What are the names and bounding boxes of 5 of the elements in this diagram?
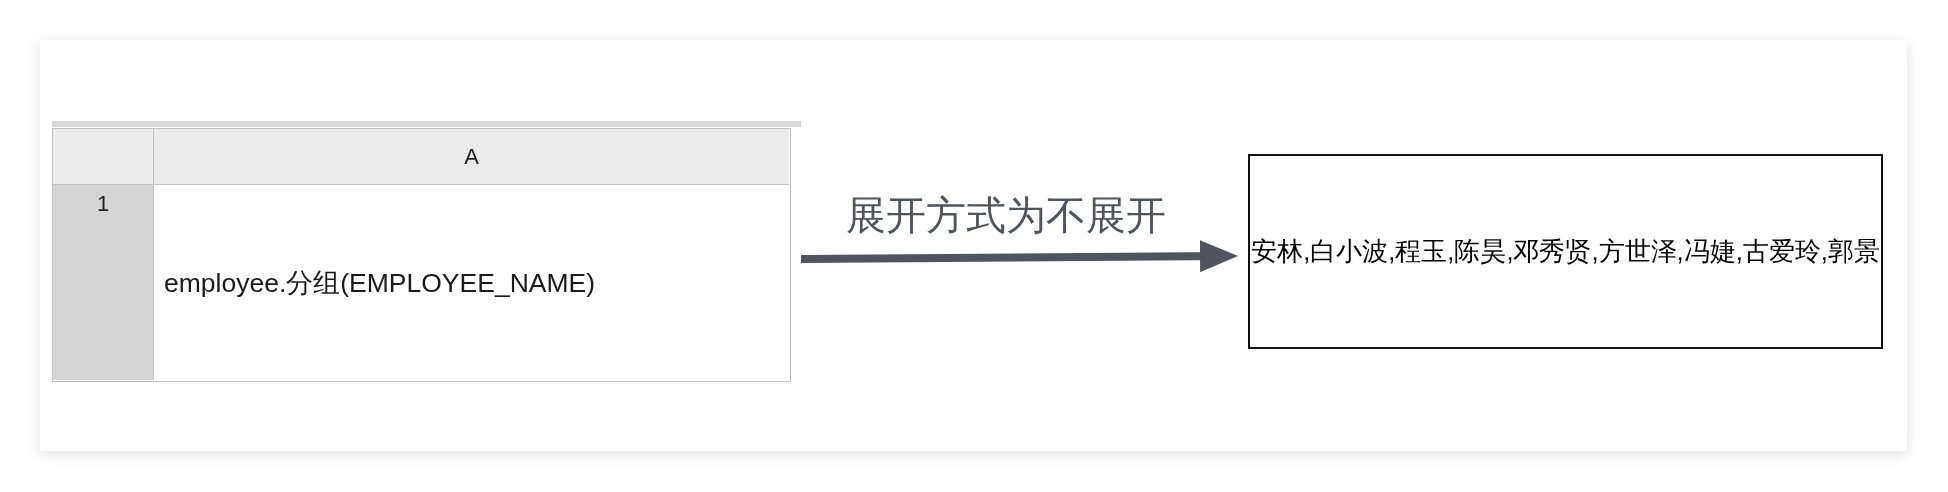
spreadsheet (52, 128, 791, 382)
arrow (800, 240, 1238, 273)
result-box: 安林,白小波,程玉,陈昊,邓秀贤,方世泽,冯婕,古爱玲,郭景 (1248, 154, 1883, 349)
row-number-cell: 1 (53, 185, 154, 380)
column-header-cell: A (154, 129, 789, 185)
